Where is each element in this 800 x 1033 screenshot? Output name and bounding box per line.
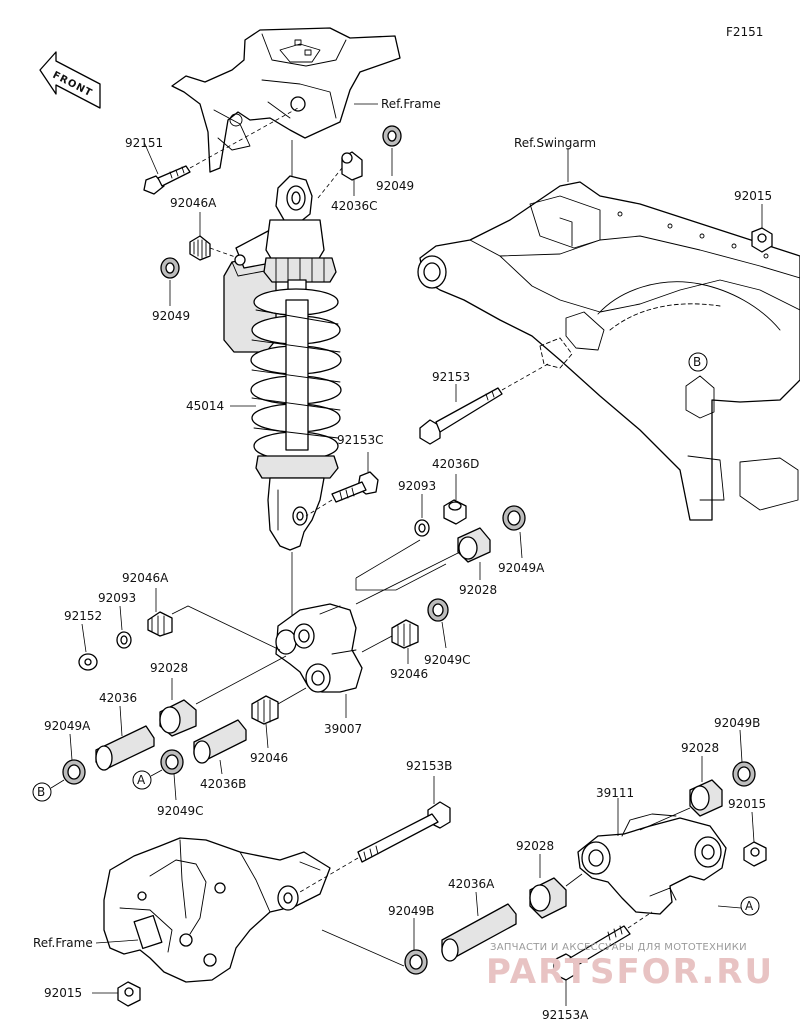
lower-frame-mount [103,837,331,983]
callout-92093-left: 92093 [98,591,136,605]
callout-92049C-mid: 92049C [424,653,471,667]
nut-92015-right [743,841,767,867]
callout-92046-low: 92046 [250,751,288,765]
callout-92028-mid: 92028 [459,583,497,597]
front-direction-icon: FRONT [39,51,101,109]
callout-92046A-mid: 92046A [122,571,169,585]
swingarm [417,181,800,521]
bolt-92153 [419,387,503,445]
seal-92049B-low [404,949,428,975]
seal-92049B-right [732,761,756,787]
bearing-92046A-upper [189,235,211,261]
washer-92152 [78,653,98,671]
seal-92049-left [160,257,180,279]
callout-92049A-left: 92049A [44,719,91,733]
callout-92028-right: 92028 [681,741,719,755]
washer-92093-mid [414,519,430,537]
callout-92049C-low: 92049C [157,804,204,818]
ref-frame-top-label: Ref.Frame [381,97,441,111]
callout-92028-low: 92028 [516,839,554,853]
seal-92049C-low [160,749,184,775]
watermark-tagline: ЗАПЧАСТИ И АКСЕССУАРЫ ДЛЯ МОТОТЕХНИКИ [490,942,747,953]
collar-42036C [341,151,363,181]
callout-92049B-low: 92049B [388,904,434,918]
callout-92151: 92151 [125,136,163,150]
callout-42036A: 42036A [448,877,495,891]
seal-92049-top [382,125,402,147]
callout-39111: 39111 [596,786,634,800]
ref-marker-a-left: A [137,773,146,787]
callout-92153C: 92153C [337,433,384,447]
collar-42036 [95,725,155,771]
bush-92028-right [689,779,723,817]
upper-frame-mount [171,27,401,173]
ref-marker-a-right: A [745,899,754,913]
bolt-92153C [331,471,379,503]
callout-42036B: 42036B [200,777,246,791]
ref-marker-b-upper: B [693,355,701,369]
ref-swingarm-label: Ref.Swingarm [514,136,596,150]
bush-92028-mid [457,527,491,563]
callout-92049-top: 92049 [376,179,414,193]
callout-39007: 39007 [324,722,362,736]
callout-92153: 92153 [432,370,470,384]
ref-frame-bottom-label: Ref.Frame [33,936,93,950]
figure-code: F2151 [726,25,763,39]
callout-92152: 92152 [64,609,102,623]
callout-92015-bottom: 92015 [44,986,82,1000]
rocker-arm-39007 [275,603,363,693]
callout-92015-top: 92015 [734,189,772,203]
callout-92046A-top: 92046A [170,196,217,210]
callout-92049B-right: 92049B [714,716,760,730]
callout-92015-right: 92015 [728,797,766,811]
bolt-92153B [357,801,451,863]
callout-92049-left: 92049 [152,309,190,323]
ref-marker-b-left: B [37,785,45,799]
upper-bolt-92151 [143,165,191,195]
callout-42036D: 42036D [432,457,479,471]
bush-92028-left [159,699,197,737]
bearing-92046-mid [391,619,419,649]
shock-absorber-45014 [223,175,342,551]
bolt-92153A [553,925,631,981]
bearing-92046A-mid [147,611,173,637]
collar-42036D [443,499,467,525]
callout-92028-left: 92028 [150,661,188,675]
seal-92049A-left [62,759,86,785]
tie-rod-39111 [577,813,727,915]
collar-42036A [441,903,517,962]
callout-42036C: 42036C [331,199,378,213]
callout-45014: 45014 [186,399,224,413]
nut-92015-bottom [117,981,141,1007]
callout-92153A: 92153A [542,1008,589,1022]
nut-92015-top [751,227,773,253]
bearing-92046-low [251,695,279,725]
watermark-brand: PARTSFOR.RU [486,952,774,992]
callout-92153B: 92153B [406,759,452,773]
callout-92093-mid: 92093 [398,479,436,493]
washer-92093-left [116,631,132,649]
collar-42036B [193,719,247,764]
seal-92049A-mid [502,505,526,531]
callout-92046-mid: 92046 [390,667,428,681]
callout-42036: 42036 [99,691,137,705]
bush-92028-low [529,877,567,919]
callout-92049A-mid: 92049A [498,561,545,575]
seal-92049C-mid [427,598,449,622]
